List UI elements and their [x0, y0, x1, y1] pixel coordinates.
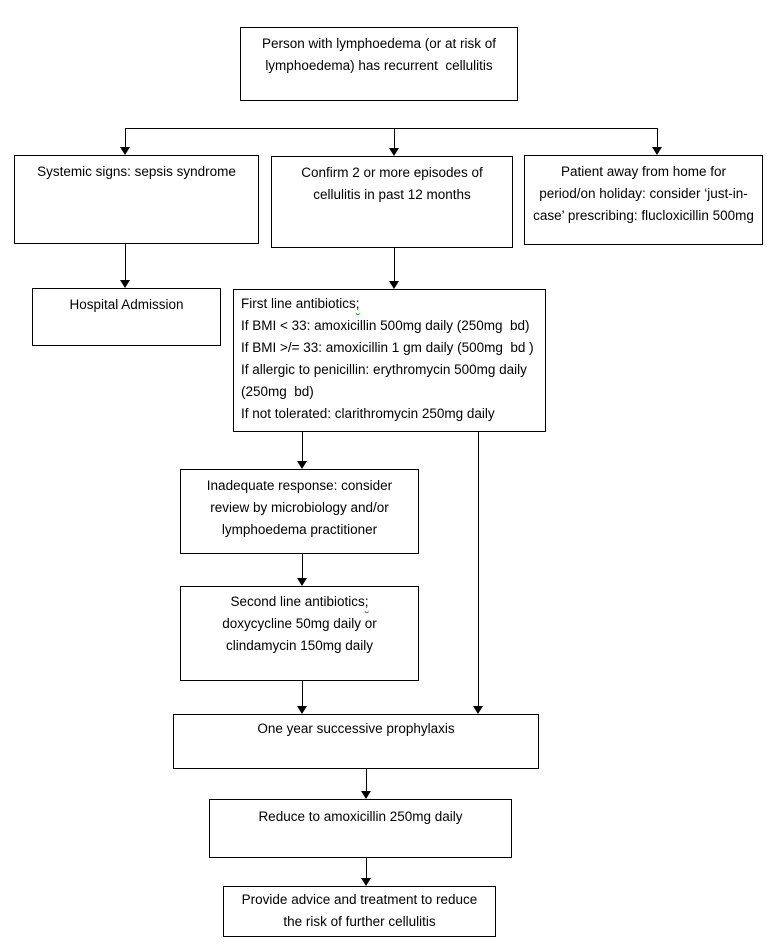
node-one-year-prophylaxis: One year successive prophylaxis	[173, 714, 539, 769]
node-away-from-home: Patient away from home for period/on hol…	[524, 155, 763, 245]
node-confirm-episodes-text: cellulitis in past 12 months	[313, 187, 471, 202]
arrowhead-icon	[361, 791, 371, 799]
spellcheck-squiggle: ;	[364, 594, 369, 609]
node-first-line-antibiotics-text: If BMI >/= 33: amoxicillin 1 gm daily (5…	[241, 340, 534, 355]
arrowhead-icon	[297, 578, 307, 586]
node-reduce-amoxicillin-text: Reduce to amoxicillin 250mg daily	[258, 809, 463, 824]
node-confirm-episodes-text: Confirm 2 or more episodes of	[301, 165, 483, 180]
node-systemic-signs-text: Systemic signs: sepsis syndrome	[37, 164, 236, 179]
connector-branch-horizontal	[125, 128, 658, 129]
arrowhead-icon	[389, 281, 399, 289]
node-away-from-home-text: period/on holiday: consider ‘just-in-	[539, 186, 748, 201]
node-inadequate-response-text: Inadequate response: consider	[206, 478, 393, 493]
arrowhead-icon	[473, 706, 483, 714]
node-second-line-antibiotics-title: Second line antibiotics;	[230, 594, 369, 609]
node-second-line-antibiotics-text: doxycycline 50mg daily or	[222, 616, 377, 631]
node-away-from-home-text: Patient away from home for	[560, 164, 727, 179]
node-first-line-antibiotics-text: (250mg bd)	[241, 384, 314, 399]
node-systemic-signs: Systemic signs: sepsis syndrome	[14, 155, 259, 244]
node-away-from-home-text: case’ prescribing: flucloxicillin 500mg	[533, 208, 754, 223]
connector-secondline-oneyear	[302, 681, 303, 706]
node-provide-advice-text: Provide advice and treatment to reduce	[241, 892, 478, 907]
arrowhead-icon	[389, 148, 399, 156]
connector-firstline-oneyear-bypass	[478, 432, 479, 706]
node-first-line-antibiotics: First line antibiotics; If BMI < 33: amo…	[233, 289, 546, 432]
connector-branch-right	[657, 128, 658, 147]
spellcheck-squiggle: ;	[355, 296, 360, 311]
node-start-text: lymphoedema) has recurrent cellulitis	[265, 58, 493, 73]
node-inadequate-response: Inadequate response: consider review by …	[180, 469, 419, 554]
arrowhead-icon	[652, 147, 662, 155]
connector-branch-middle	[394, 128, 395, 148]
node-inadequate-response-text: review by microbiology and/or	[210, 500, 389, 515]
node-provide-advice: Provide advice and treatment to reduce t…	[223, 886, 496, 937]
node-reduce-amoxicillin: Reduce to amoxicillin 250mg daily	[209, 799, 512, 858]
node-first-line-antibiotics-title: First line antibiotics;	[241, 296, 360, 311]
connector-branch-left	[125, 128, 126, 147]
connector-inadequate-secondline	[302, 554, 303, 578]
node-start-text: Person with lymphoedema (or at risk of	[261, 36, 497, 51]
arrowhead-icon	[120, 147, 130, 155]
connector-confirm-firstline	[394, 248, 395, 281]
node-inadequate-response-text: lymphoedema practitioner	[221, 522, 378, 537]
connector-reduce-provide	[366, 858, 367, 878]
node-second-line-antibiotics-text: clindamycin 150mg daily	[225, 638, 374, 653]
node-provide-advice-text: the risk of further cellulitis	[283, 914, 436, 929]
arrowhead-icon	[297, 706, 307, 714]
node-second-line-antibiotics: Second line antibiotics; doxycycline 50m…	[180, 586, 419, 681]
node-one-year-prophylaxis-text: One year successive prophylaxis	[257, 721, 455, 736]
connector-firstline-inadequate	[302, 432, 303, 461]
arrowhead-icon	[361, 878, 371, 886]
arrowhead-icon	[120, 280, 130, 288]
node-first-line-antibiotics-text: If not tolerated: clarithromycin 250mg d…	[241, 406, 495, 421]
node-hospital-admission: Hospital Admission	[32, 288, 221, 346]
node-first-line-antibiotics-text: If allergic to penicillin: erythromycin …	[241, 362, 527, 377]
node-start: Person with lymphoedema (or at risk of l…	[240, 27, 518, 101]
connector-oneyear-reduce	[366, 769, 367, 791]
connector-systemic-hospital	[125, 244, 126, 280]
node-first-line-antibiotics-text: If BMI < 33: amoxicillin 500mg daily (25…	[241, 318, 530, 333]
node-confirm-episodes: Confirm 2 or more episodes of cellulitis…	[271, 156, 513, 248]
node-hospital-admission-text: Hospital Admission	[69, 297, 184, 312]
arrowhead-icon	[297, 461, 307, 469]
